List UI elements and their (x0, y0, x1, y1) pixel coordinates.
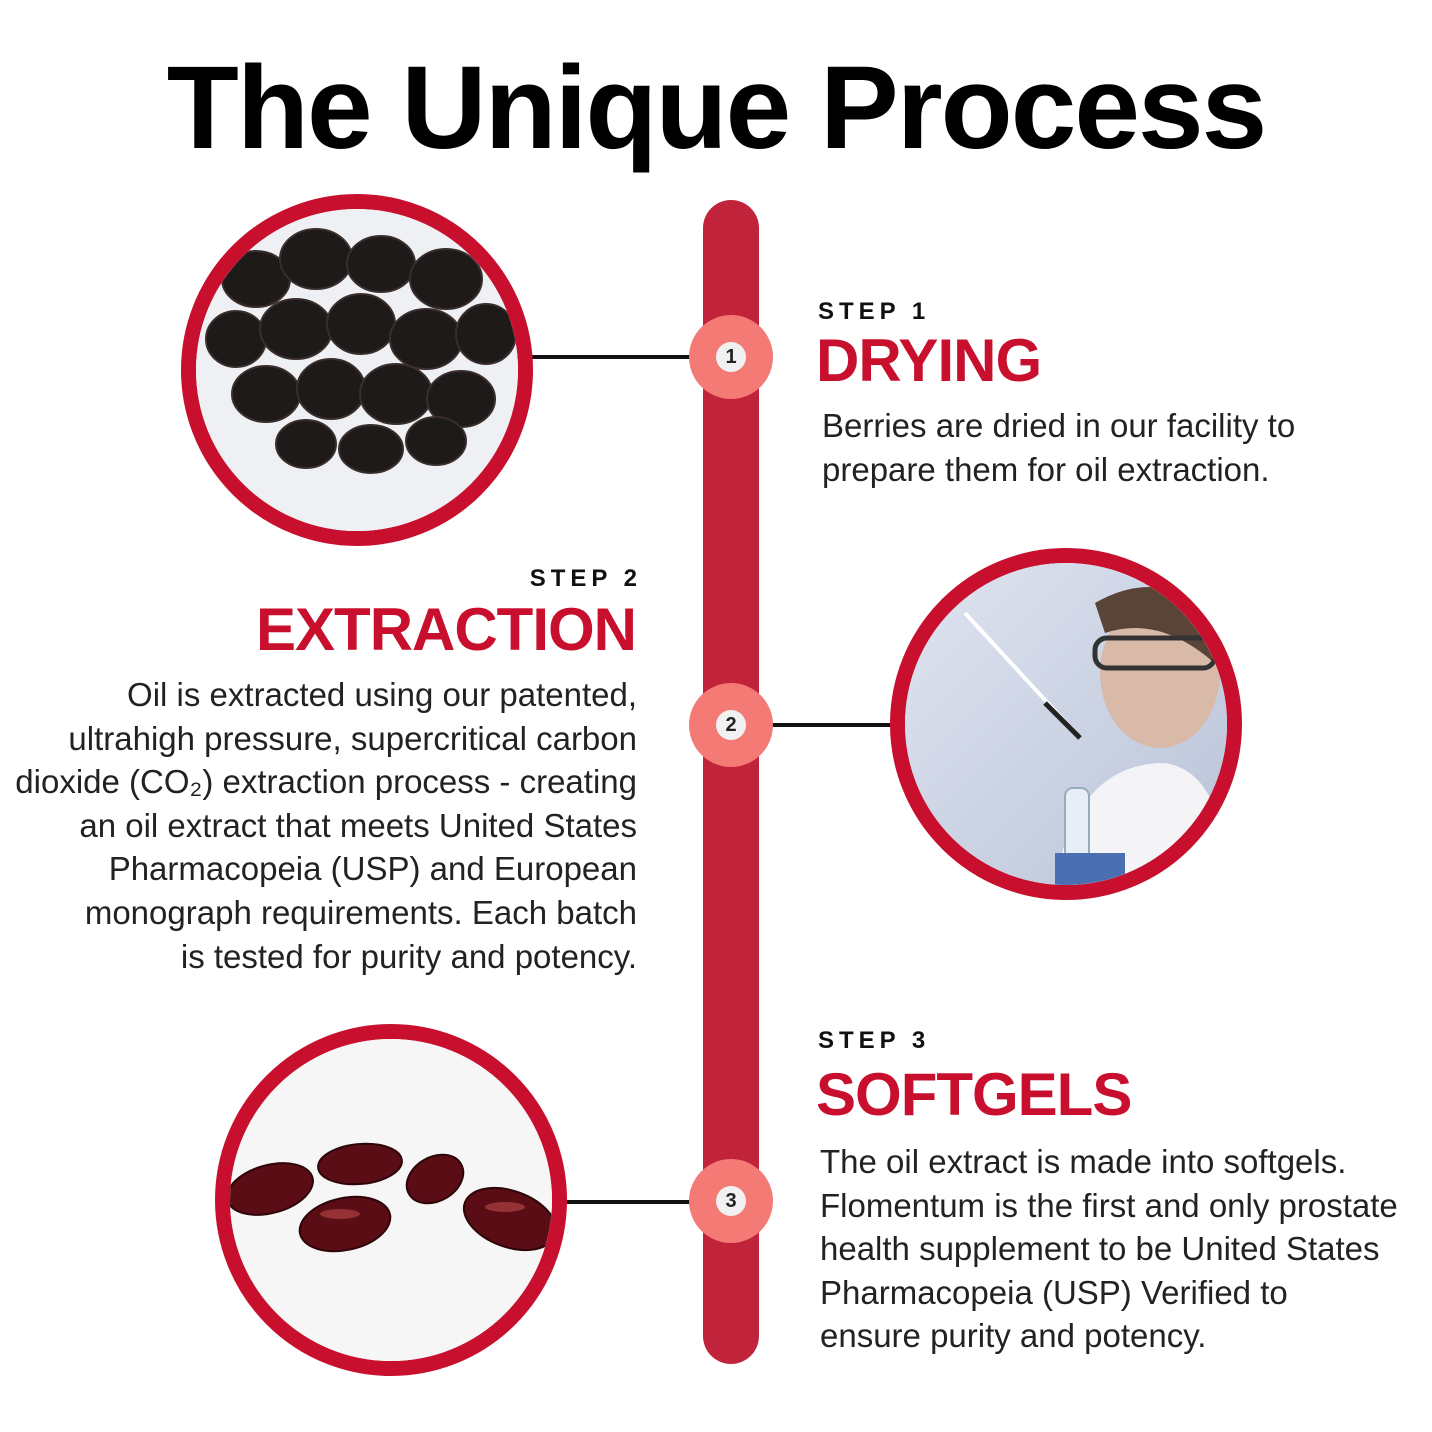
step-3-description: The oil extract is made into softgels. F… (820, 1140, 1398, 1358)
description-line: health supplement to be United States (820, 1230, 1380, 1268)
step-1-description: Berries are dried in our facility to pre… (822, 404, 1295, 491)
step-node-3: 3 (689, 1159, 773, 1243)
connector-line-1 (530, 355, 700, 359)
lab-scientist-image (890, 548, 1242, 900)
description-line: The oil extract is made into softgels. (820, 1143, 1347, 1180)
description-line: Pharmacopeia (USP) and European (108, 850, 637, 888)
connector-line-2 (760, 723, 895, 727)
dried-berries-image (181, 194, 533, 546)
softgels-image (215, 1024, 567, 1376)
description-line: monograph requirements. Each batch (84, 893, 637, 931)
step-3-heading: SOFTGELS (816, 1061, 1132, 1128)
step-2-label: STEP 2 (529, 565, 642, 592)
description-line: an oil extract that meets United States (79, 806, 637, 844)
step-2-description: Oil is extracted using our patented, ult… (15, 673, 637, 978)
description-line: is tested for purity and potency. (180, 937, 637, 975)
step-number: 1 (716, 342, 746, 372)
step-number: 2 (716, 710, 746, 740)
step-1-heading: DRYING (816, 327, 1042, 394)
step-1-label: STEP 1 (818, 298, 931, 325)
step-3-label: STEP 3 (818, 1027, 931, 1054)
description-line: Pharmacopeia (USP) Verified to (820, 1273, 1288, 1311)
step-number: 3 (716, 1186, 746, 1216)
description-line: dioxide (CO₂) extraction process - creat… (15, 763, 637, 801)
page-title: The Unique Process (166, 42, 1267, 174)
step-2-heading: EXTRACTION (256, 596, 637, 663)
description-line: prepare them for oil extraction. (822, 450, 1270, 488)
description-line: Flomentum is the first and only prostate (820, 1186, 1398, 1224)
description-line: Oil is extracted using our patented, (127, 676, 637, 713)
step-node-2: 2 (689, 683, 773, 767)
description-line: ultrahigh pressure, supercritical carbon (68, 719, 637, 757)
step-node-1: 1 (689, 315, 773, 399)
connector-line-3 (560, 1200, 700, 1204)
description-line: ensure purity and potency. (820, 1317, 1207, 1355)
description-line: Berries are dried in our facility to (822, 407, 1296, 444)
